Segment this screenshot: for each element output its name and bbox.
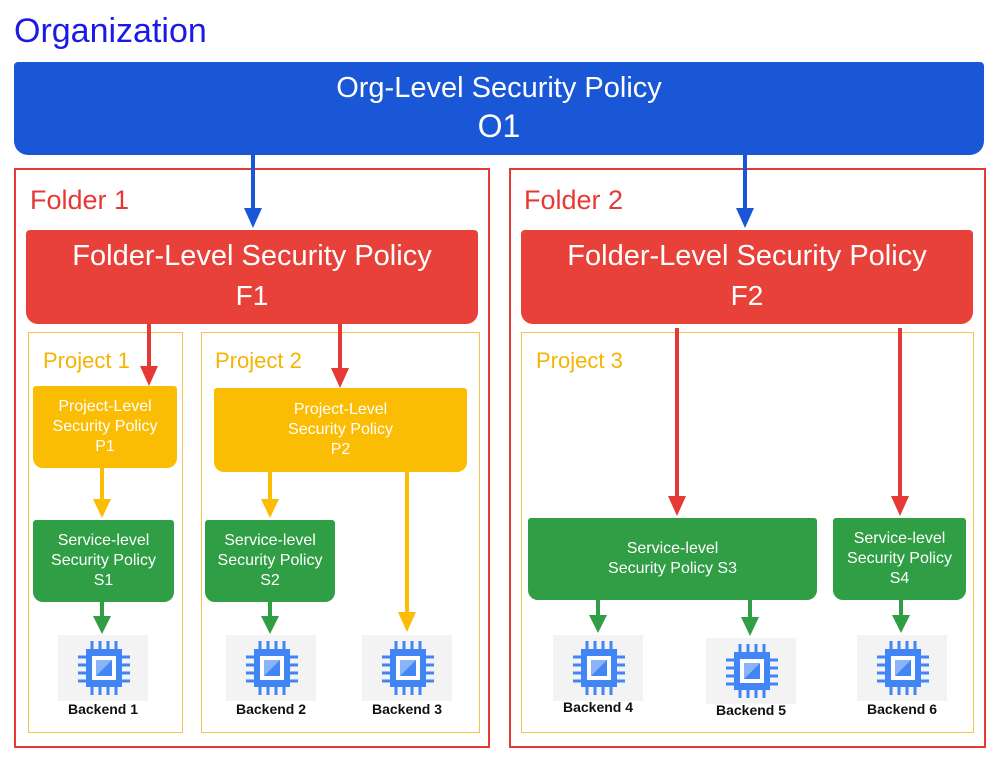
backend-label: Backend 3 [371,701,443,717]
backend-4: Backend 4 [543,633,653,723]
arrow-f1-to-p1 [140,324,158,386]
backend-3: Backend 3 [352,633,462,723]
service-policy-s1: Service-level Security Policy S1 [33,520,174,602]
arrow-s1-to-backend-1 [93,602,111,634]
folder-1-title: Folder 1 [30,185,130,215]
backend-label: Backend 1 [67,701,139,717]
backend-1: Backend 1 [48,633,158,723]
backend-label: Backend 6 [866,701,938,717]
project-1-title: Project 1 [43,348,130,373]
policy-line: P2 [330,441,351,458]
policy-line: S1 [93,572,114,589]
backend-2: Backend 2 [216,633,326,723]
arrow-s4-to-backend-6 [892,600,910,633]
service-policy-s3: Service-level Security Policy S3 [528,518,817,600]
policy-line: Security Policy S3 [608,560,737,577]
project-2-title: Project 2 [215,348,302,373]
arrow-p2-to-s2 [261,472,279,518]
arrow-org-to-folder-2 [736,155,754,228]
arrow-org-to-folder-1 [244,155,262,228]
arrow-s3-to-backend-4 [589,600,607,633]
project-3-title: Project 3 [536,348,623,373]
policy-line: Security Policy [52,418,158,435]
org-policy-title: Org-Level Security Policy [336,72,662,104]
backend-label: Backend 4 [562,699,634,715]
project-2-policy: Project-Level Security Policy P2 [214,388,467,472]
folder-2-policy-box: Folder-Level Security Policy F2 [521,230,973,324]
arrow-s3-to-backend-5 [741,600,759,636]
policy-line: Service-level [57,532,150,549]
arrow-p1-to-s1 [93,468,111,518]
backend-5: Backend 5 [696,636,806,726]
service-policy-s4: Service-level Security Policy S4 [833,518,966,600]
policy-line: Security Policy [51,552,156,569]
backend-label: Backend 2 [235,701,307,717]
folder-1-policy-id: F1 [235,280,269,311]
project-1-box [28,332,183,733]
folder-2-title: Folder 2 [524,185,624,215]
policy-line: Security Policy [847,550,952,567]
policy-line: Service-level [853,530,946,547]
folder-2-policy-id: F2 [730,280,764,311]
arrow-f1-to-p2 [331,324,349,388]
policy-line: S2 [260,572,280,589]
folder-2-policy-title: Folder-Level Security Policy [567,240,927,272]
policy-line: P1 [95,438,115,455]
folder-1-policy-box: Folder-Level Security Policy F1 [26,230,478,324]
org-policy-box: Org-Level Security Policy O1 [14,62,984,155]
org-policy-id: O1 [477,108,521,144]
arrow-f2-to-s4 [891,328,909,516]
service-policy-s2: Service-level Security Policy S2 [205,520,335,602]
project-1-policy: Project-Level Security Policy P1 [33,386,177,468]
folder-1-policy-title: Folder-Level Security Policy [72,240,432,272]
policy-line: S4 [889,570,910,587]
policy-line: Security Policy [288,421,393,438]
arrow-p2-to-backend-3 [398,472,416,632]
policy-line: Service-level [626,540,719,557]
organization-title: Organization [14,12,207,50]
policy-line: Service-level [224,532,316,549]
policy-line: Security Policy [217,552,323,569]
folder-2-box [509,168,986,748]
backend-6: Backend 6 [847,633,957,723]
project-3-box [521,332,974,733]
policy-line: Project-Level [293,401,388,418]
arrow-f2-to-s3 [668,328,686,516]
policy-line: Project-Level [58,398,152,415]
backend-label: Backend 5 [715,702,787,718]
arrow-s2-to-backend-2 [261,602,279,634]
